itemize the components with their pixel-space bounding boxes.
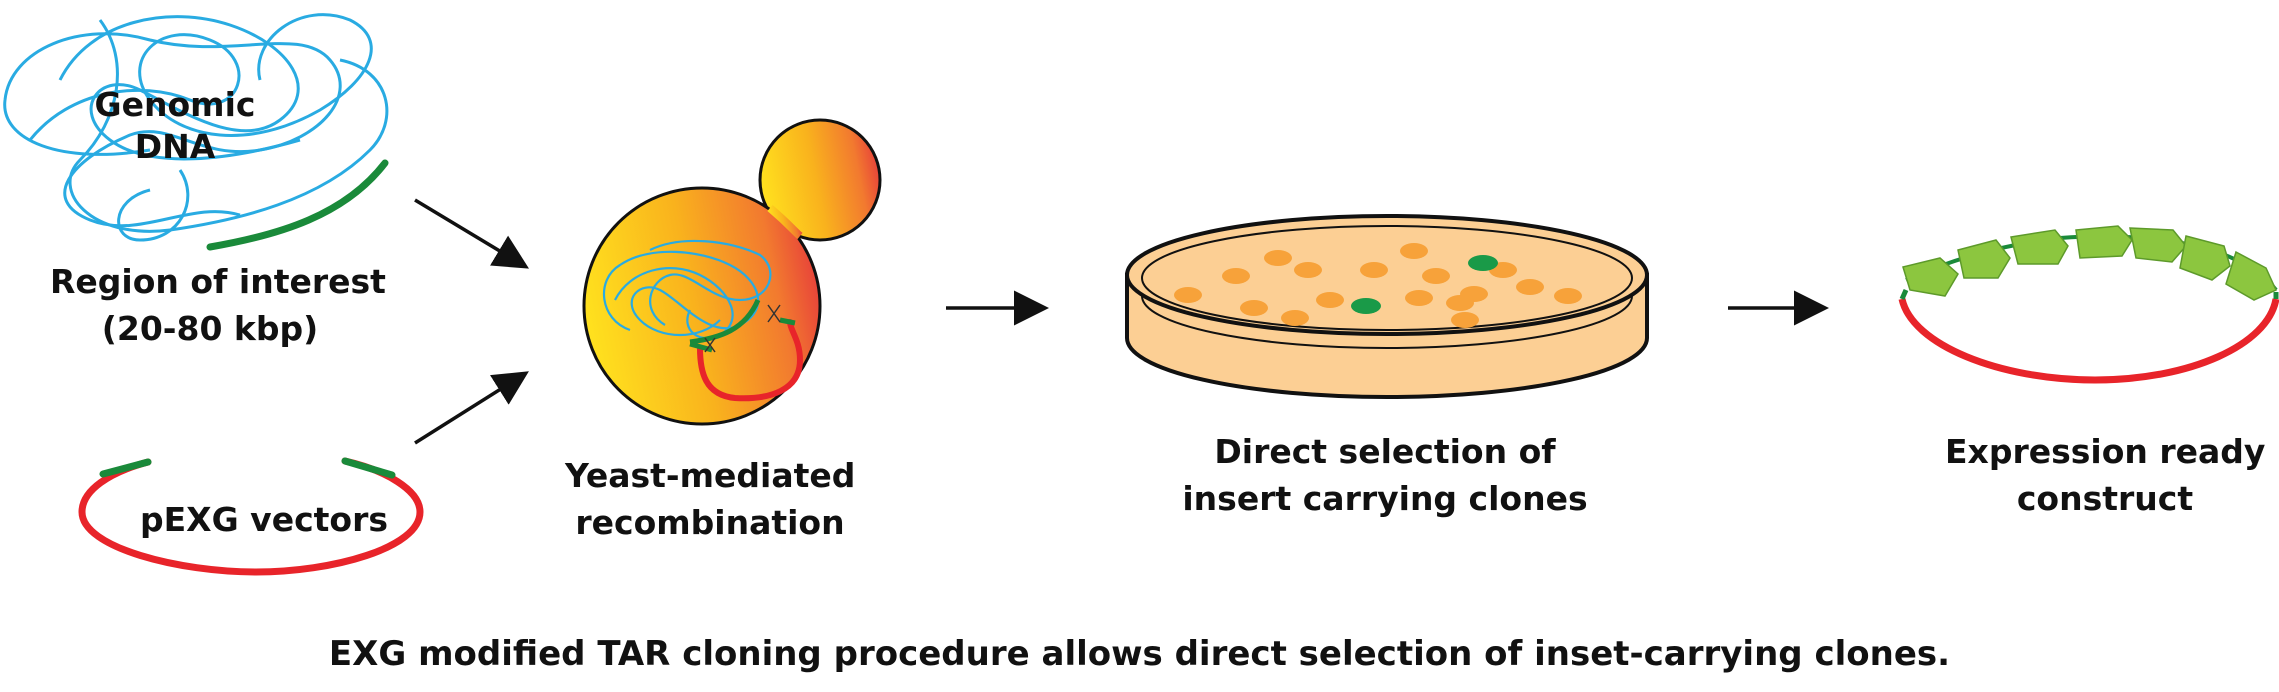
pexg-vector (78, 457, 424, 576)
yeast-cell (582, 118, 882, 426)
yeast-bud (758, 118, 882, 242)
yeast-vector-loop (697, 319, 804, 402)
region-of-interest-label: Region of interest (20-80 kbp) (50, 258, 386, 352)
genomic-dna-label: Genomic DNA (85, 84, 265, 168)
selection-label-line2: insert carrying clones (1182, 479, 1588, 518)
yeast-insert-segment (689, 298, 761, 345)
region-label-line1: Region of interest (50, 262, 386, 301)
arrow-genomic-to-yeast (414, 198, 529, 269)
pexg-vectors-label: pEXG vectors (140, 496, 388, 543)
figure-caption: EXG modified TAR cloning procedure allow… (328, 634, 1951, 674)
dish-agar-surface (1141, 225, 1633, 331)
vectors-label-text: pEXG vectors (140, 500, 388, 539)
genomic-label-line2: DNA (134, 127, 216, 166)
expression-construct (1898, 225, 2279, 384)
arrow-vector-to-yeast (414, 371, 529, 445)
region-label-line2: (20-80 kbp) (101, 309, 319, 348)
yeast-colonies (1174, 243, 1582, 328)
yeast-label-line2: recombination (575, 503, 845, 542)
expression-construct-label: Expression ready construct (1945, 428, 2265, 522)
construct-label-line2: construct (2016, 479, 2194, 518)
direct-selection-label: Direct selection of insert carrying clon… (1165, 428, 1605, 522)
recombination-crossover-lines (704, 304, 781, 353)
positive-colonies (1351, 255, 1498, 314)
genomic-label-line1: Genomic (94, 85, 256, 124)
genomic-dna-tangle (3, 13, 389, 242)
yeast-recombination-label: Yeast-mediated recombination (565, 452, 855, 546)
construct-label-line1: Expression ready (1945, 432, 2266, 471)
petri-dish (1125, 214, 1649, 399)
yeast-label-line1: Yeast-mediated (565, 456, 856, 495)
region-of-interest-segment (206, 159, 389, 251)
construct-vector-backbone (1898, 298, 2279, 384)
selection-label-line1: Direct selection of (1214, 432, 1556, 471)
gene-arrows (1902, 225, 2277, 301)
yeast-mother-cell (582, 186, 822, 426)
